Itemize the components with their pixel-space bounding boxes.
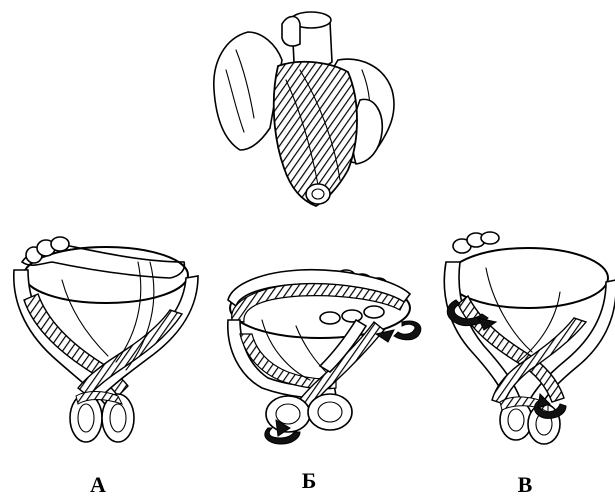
label-c: В <box>505 472 545 498</box>
band-model-c <box>444 232 615 444</box>
label-a: А <box>78 472 118 498</box>
band-model-a <box>14 237 198 442</box>
heart-illustration <box>214 12 394 206</box>
band-model-b <box>228 270 421 444</box>
label-b: Б <box>289 468 329 494</box>
